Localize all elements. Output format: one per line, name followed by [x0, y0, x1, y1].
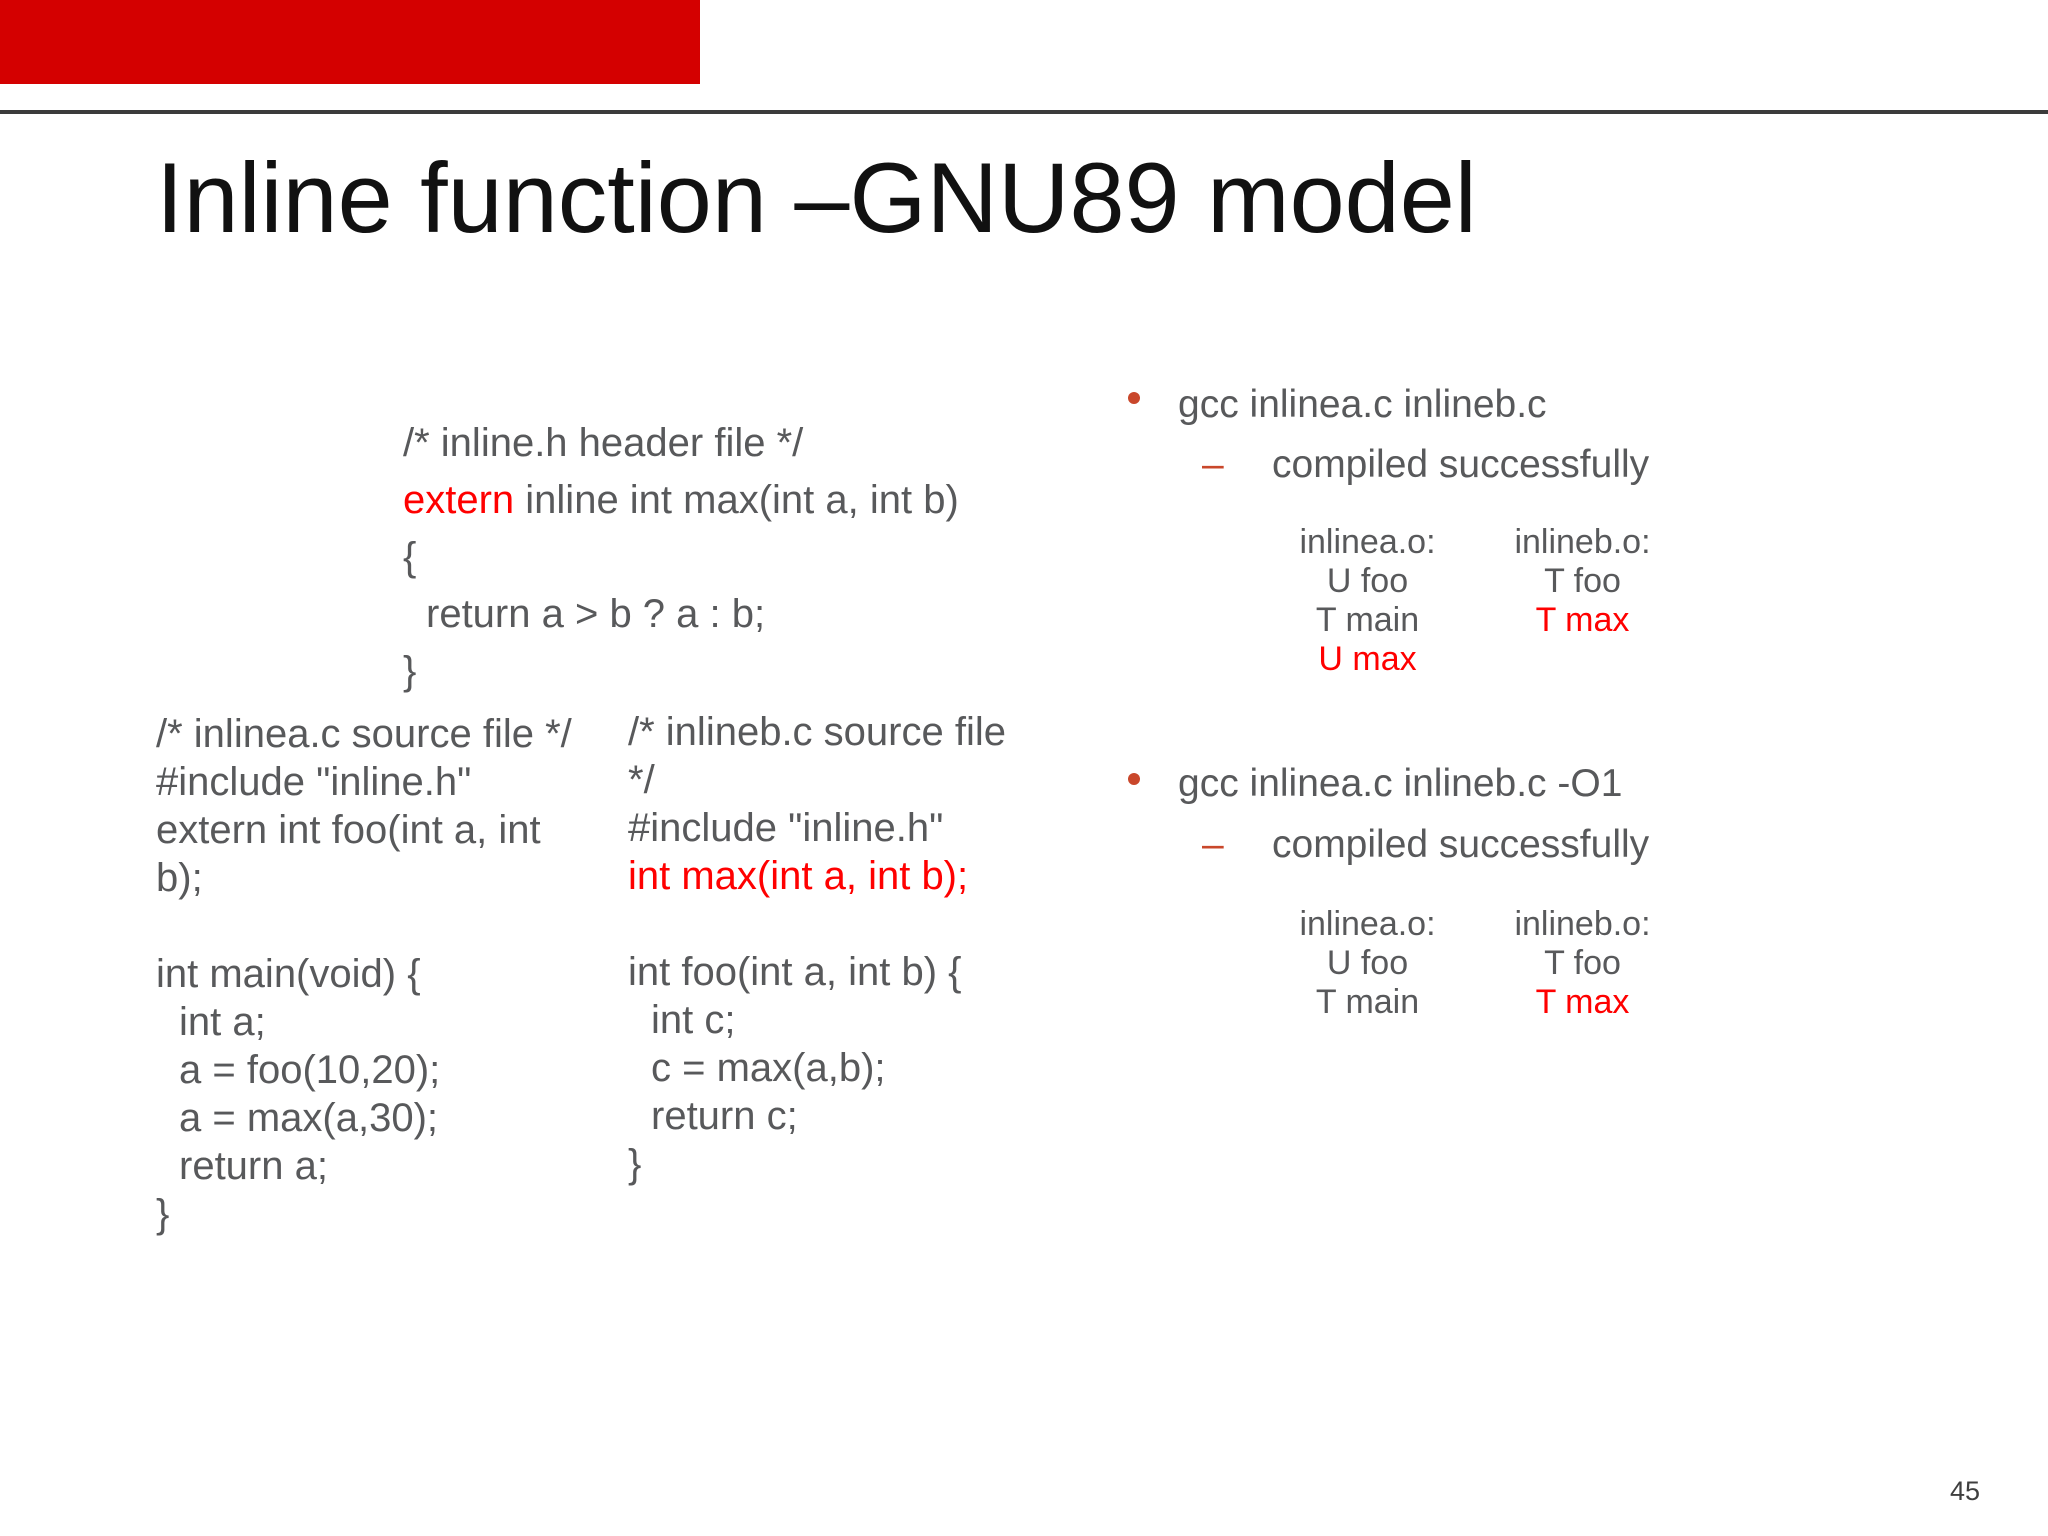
code-line: c = max(a,b); — [651, 1046, 886, 1090]
code-line: #include "inline.h" — [156, 760, 472, 804]
object-file-header: inlinea.o: — [1299, 523, 1436, 561]
symbol-row-red: U max — [1318, 640, 1417, 678]
top-left-red-accent-bar — [0, 0, 700, 84]
code-line: */ — [628, 758, 655, 802]
symbol-row-red: T max — [1535, 601, 1630, 639]
code-line: a = foo(10,20); — [179, 1048, 441, 1092]
code-line: int foo(int a, int b) { — [628, 950, 962, 994]
symbol-row: U foo — [1326, 562, 1409, 600]
sub-bullet-dash-icon: – — [1202, 823, 1224, 866]
symbol-row: T foo — [1544, 562, 1621, 600]
code-line: } — [403, 649, 417, 693]
symbol-table-inlinea-o: inlinea.o: U foo T main U max — [1255, 523, 1480, 679]
bullet1-command: gcc inlinea.c inlineb.c — [1178, 383, 1547, 426]
symbol-row: U foo — [1326, 944, 1409, 982]
code-blank-line — [156, 902, 572, 950]
code-line-red-declaration: int max(int a, int b); — [628, 854, 969, 898]
code-line: int c; — [651, 998, 736, 1042]
code-block-inline-h: /* inline.h header file */ extern inline… — [403, 415, 959, 700]
code-line: #include "inline.h" — [628, 806, 944, 850]
code-line: return a > b ? a : b; — [426, 592, 766, 636]
symbol-row: T main — [1315, 983, 1420, 1021]
code-line: return a; — [179, 1144, 328, 1188]
bullet-icon — [1128, 392, 1140, 404]
bullet1-result: compiled successfully — [1272, 443, 1650, 486]
code-line: /* inlineb.c source file — [628, 710, 1006, 754]
code-blank-line — [628, 900, 1006, 948]
bullet-icon — [1128, 773, 1140, 785]
code-block-inlinea-c: /* inlinea.c source file */ #include "in… — [156, 710, 572, 1238]
code-line: a = max(a,30); — [179, 1096, 439, 1140]
code-line: /* inlinea.c source file */ — [156, 712, 572, 756]
symbol-table-inlineb-o: inlineb.o: T foo T max — [1470, 905, 1695, 1022]
code-line: } — [156, 1192, 170, 1236]
bullet2-result: compiled successfully — [1272, 823, 1650, 866]
keyword-extern: extern — [403, 478, 515, 522]
object-file-header: inlineb.o: — [1514, 523, 1651, 561]
code-line: } — [628, 1142, 642, 1186]
symbol-row-red: T max — [1535, 983, 1630, 1021]
header-divider-line — [0, 110, 2048, 114]
symbol-table-inlineb-o: inlineb.o: T foo T max — [1470, 523, 1695, 640]
code-line: /* inline.h header file */ — [403, 421, 804, 465]
code-line: extern inline int max(int a, int b) — [403, 472, 959, 529]
code-line: int main(void) { — [156, 952, 421, 996]
code-line-rest: inline int max(int a, int b) — [514, 478, 959, 522]
symbol-row: T foo — [1544, 944, 1621, 982]
symbol-table-inlinea-o: inlinea.o: U foo T main — [1255, 905, 1480, 1022]
object-file-header: inlineb.o: — [1514, 905, 1651, 943]
symbol-row: T main — [1315, 601, 1420, 639]
object-file-header: inlinea.o: — [1299, 905, 1436, 943]
code-line: extern int foo(int a, int — [156, 808, 541, 852]
code-line: b); — [156, 856, 203, 900]
slide-title: Inline function –GNU89 model — [156, 142, 1477, 253]
code-line: { — [403, 535, 417, 579]
page-number: 45 — [1950, 1476, 1981, 1506]
code-line: int a; — [179, 1000, 266, 1044]
code-line: return c; — [651, 1094, 798, 1138]
bullet2-command: gcc inlinea.c inlineb.c -O1 — [1178, 762, 1623, 805]
sub-bullet-dash-icon: – — [1202, 443, 1224, 486]
code-block-inlineb-c: /* inlineb.c source file */ #include "in… — [628, 708, 1006, 1188]
